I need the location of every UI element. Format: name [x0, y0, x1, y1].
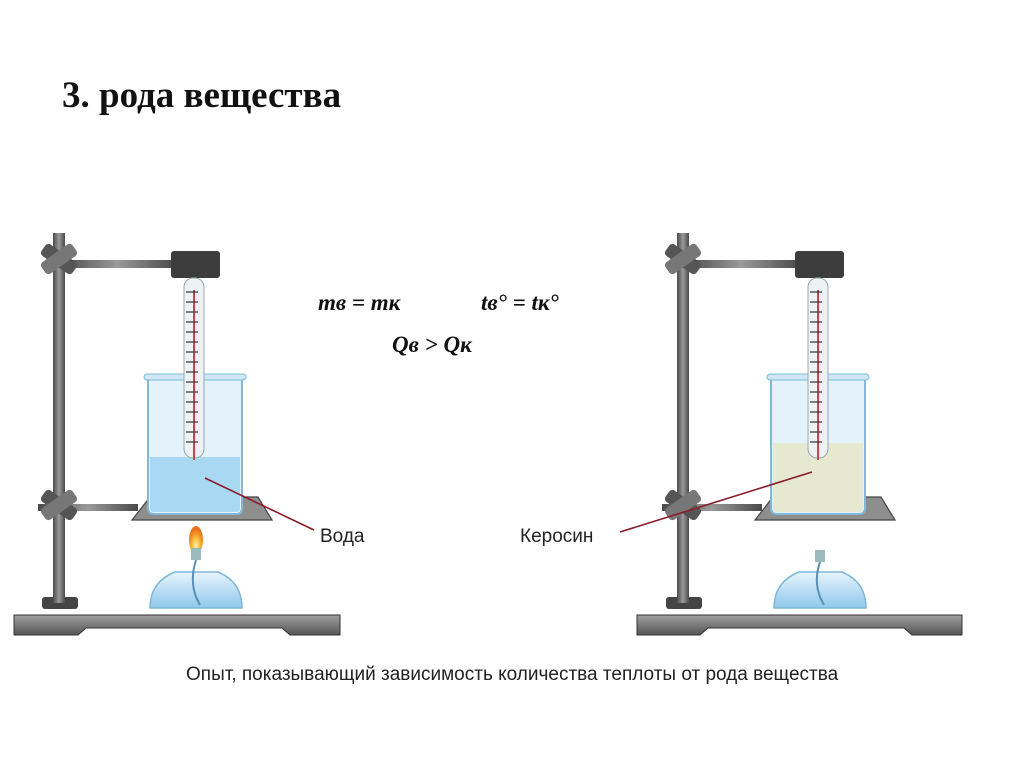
label-water: Вода	[320, 526, 365, 547]
right-top-clamp	[664, 243, 702, 275]
diagram-caption: Опыт, показывающий зависимость количеств…	[186, 664, 839, 685]
left-spirit-lamp	[149, 526, 243, 609]
left-stand-rod	[53, 233, 65, 603]
equation-mass: mв = mк	[318, 290, 402, 315]
right-top-arm	[684, 260, 799, 268]
left-top-clamp	[40, 243, 78, 275]
right-stand-rod	[677, 233, 689, 603]
equation-heat: Qв > Qк	[392, 332, 473, 357]
water-pointer-line	[204, 477, 315, 531]
left-apparatus	[13, 233, 341, 636]
right-spirit-lamp	[773, 550, 867, 609]
water-liquid	[150, 457, 240, 512]
right-thermometer-holder	[795, 251, 844, 278]
left-top-arm	[60, 260, 175, 268]
slide-title: 3. рода вещества	[62, 75, 342, 116]
label-kerosene: Керосин	[520, 526, 593, 547]
kerosene-pointer-line	[619, 471, 813, 533]
right-thermometer	[807, 277, 829, 460]
left-lower-arm	[38, 504, 138, 511]
right-lower-clamp	[664, 489, 702, 521]
equation-temperature: tв° = tк°	[481, 290, 560, 315]
left-thermometer-holder	[171, 251, 220, 278]
left-thermometer	[183, 277, 205, 460]
kerosene-liquid	[773, 443, 863, 512]
left-lower-clamp	[40, 489, 78, 521]
right-lower-arm	[662, 504, 762, 511]
right-apparatus	[619, 233, 963, 636]
